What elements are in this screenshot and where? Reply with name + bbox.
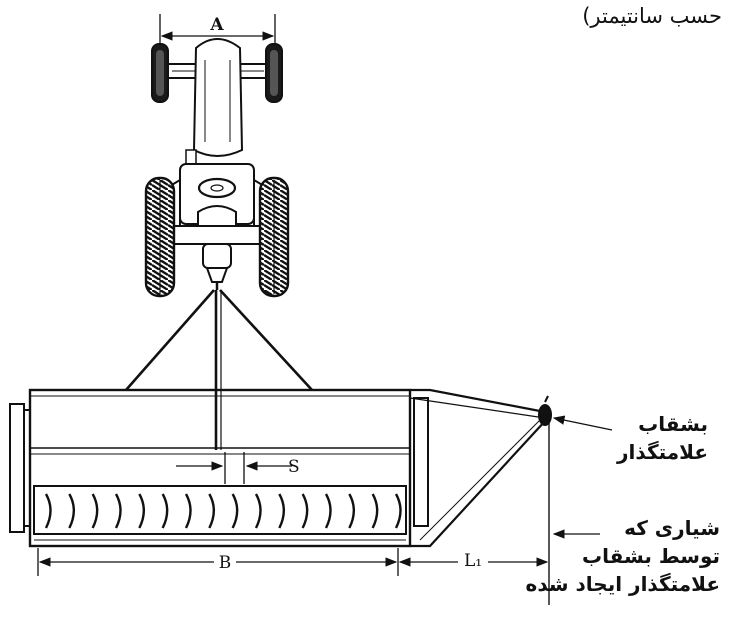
unit-note: حسب سانتیمتر) [582, 4, 722, 28]
seed-opener-mark [231, 493, 239, 529]
seed-opener-mark [348, 493, 356, 529]
seed-opener-mark [114, 493, 122, 529]
seed-opener-mark [161, 493, 169, 529]
marker-disc-label-line-1: بشقاب [638, 412, 708, 436]
marker-disc-label-line-2: علامتگذار [617, 440, 708, 464]
dimension-s [176, 452, 292, 484]
seed-opener-mark [394, 493, 402, 529]
seed-opener-mark [44, 493, 52, 529]
seed-opener-mark [254, 493, 262, 529]
seed-opener-mark [68, 493, 76, 529]
marker-disc-icon [538, 395, 552, 426]
tractor [144, 38, 290, 298]
front-right-wheel [265, 43, 283, 103]
seed-opener-mark [324, 493, 332, 529]
seed-opener-mark [301, 493, 309, 529]
seed-openers [44, 493, 402, 529]
marker-disc-label: بشقاب علامتگذار [617, 410, 708, 466]
rear-left-wheel [144, 176, 176, 298]
seed-opener-mark [371, 493, 379, 529]
seed-opener-mark [208, 493, 216, 529]
furrow-label-line-3: علامتگذار ایجاد شده [525, 572, 720, 596]
tractor-hood [192, 38, 244, 157]
dimension-s-label: S [288, 457, 300, 477]
seed-drill [9, 388, 552, 605]
dimension-a: A [159, 14, 276, 44]
seed-opener-mark [184, 493, 192, 529]
dimension-a-label: A [209, 15, 224, 35]
furrow-label-line-2: توسط بشقاب [582, 544, 720, 568]
furrow-label-line-1: شیاری که [624, 516, 720, 540]
dimension-b-label: B [219, 553, 232, 573]
rear-right-wheel [258, 176, 290, 298]
dimension-l1-label: L₁ [464, 551, 482, 571]
seed-opener-mark [138, 493, 146, 529]
marker-disc-pointer [552, 415, 613, 431]
seed-opener-mark [278, 493, 286, 529]
front-left-wheel [151, 43, 169, 103]
hitch-frame [125, 289, 313, 450]
seed-opener-mark [91, 493, 99, 529]
furrow-label: شیاری که توسط بشقاب علامتگذار ایجاد شده [526, 514, 720, 598]
